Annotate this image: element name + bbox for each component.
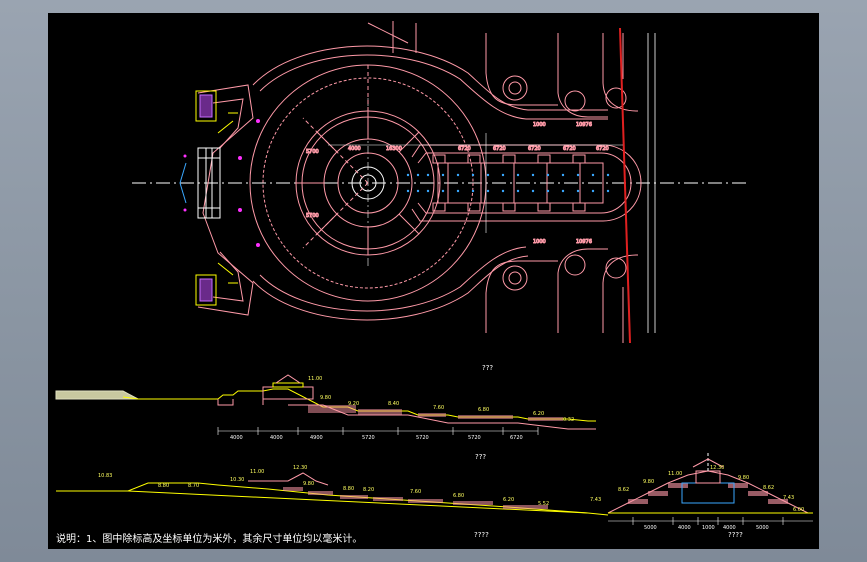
section-2-caption-left: ????: [474, 531, 489, 539]
dim-label: 4000: [723, 525, 736, 531]
dim-label: 1000: [702, 525, 715, 531]
dim-label: 10976: [576, 122, 592, 128]
drawing-sheet[interactable]: 4000 16300 6720 6720 6720 6720 6720 1000…: [48, 13, 819, 549]
dim-label: 6720: [458, 146, 471, 152]
plan-view: 4000 16300 6720 6720 6720 6720 6720 1000…: [132, 21, 748, 344]
ground-hatch: [55, 390, 139, 400]
section-1-ground-line: [122, 388, 596, 422]
level-label: 8.20: [363, 487, 374, 493]
section-1-caption: ???: [475, 453, 486, 461]
level-label: 7.43: [783, 495, 794, 501]
dim-label: 5720: [468, 435, 481, 441]
level-label: 12.30: [293, 465, 307, 471]
dim-label: 4000: [270, 435, 283, 441]
level-label: 11.00: [250, 469, 264, 475]
lamp-posts: [183, 119, 260, 247]
radial-spokes: [296, 65, 420, 255]
entrance-pavilion: [179, 84, 254, 316]
level-label: 8.40: [388, 401, 399, 407]
section-1: [55, 374, 596, 435]
dim-label: 5700: [306, 149, 319, 155]
level-label: 9.80: [320, 395, 331, 401]
section-2-labels: 10.83 8.80 8.70 10.30 11.00 12.30 9.80 8…: [98, 465, 804, 531]
level-label: 6.80: [453, 493, 464, 499]
drawing-note: 说明：1、图中除标高及坐标单位为米外，其余尺寸单位均以毫米计。: [56, 532, 362, 545]
level-label: 12.30: [710, 465, 724, 471]
level-label: 0.32: [563, 417, 574, 423]
dim-label: 4000: [348, 146, 361, 152]
dim-label: 6720: [596, 146, 609, 152]
level-label: 9.20: [348, 401, 359, 407]
water-channel: [411, 144, 642, 222]
dim-label: 5000: [644, 525, 657, 531]
dim-label: 5720: [362, 435, 375, 441]
section-1-labels: 4000 4000 4900 5720 5720 5720 6720 11.00…: [230, 376, 574, 441]
section-2-caption-right: ????: [728, 531, 743, 539]
level-label: 8.70: [188, 483, 199, 489]
water-jets: [406, 173, 610, 193]
level-label: 7.43: [590, 497, 601, 503]
dim-label: 6720: [528, 146, 541, 152]
level-label: 10.83: [98, 473, 112, 479]
level-label: 6.00: [793, 507, 804, 513]
level-label: 11.00: [308, 376, 322, 382]
dim-label: 6720: [563, 146, 576, 152]
fountain-ring: [337, 152, 399, 214]
level-label: 9.80: [643, 479, 654, 485]
level-label: 6.20: [533, 411, 544, 417]
fountain-nozzle: [359, 174, 377, 192]
dim-label: 4900: [310, 435, 323, 441]
dim-label: 6720: [510, 435, 523, 441]
level-label: 6.20: [503, 497, 514, 503]
level-label: 8.62: [618, 487, 629, 493]
plan-caption: ???: [482, 364, 493, 372]
level-label: 8.80: [343, 486, 354, 492]
cad-drawing: 4000 16300 6720 6720 6720 6720 6720 1000…: [55, 21, 813, 545]
level-label: 5.52: [538, 501, 549, 507]
outer-ring-dashed: [262, 77, 474, 289]
dim-label: 16300: [386, 146, 402, 152]
parking-and-road: [367, 21, 656, 344]
property-line: [619, 27, 631, 344]
level-label: 6.80: [478, 407, 489, 413]
section-2: [56, 453, 813, 525]
plaza-inner-outline: [259, 54, 608, 312]
level-label: 7.60: [433, 405, 444, 411]
dim-label: 5000: [756, 525, 769, 531]
dim-label: 1000: [533, 122, 546, 128]
level-label: 9.80: [303, 481, 314, 487]
dim-label: 4000: [230, 435, 243, 441]
level-label: 7.60: [410, 489, 421, 495]
dim-label: 5720: [416, 435, 429, 441]
level-label: 8.80: [158, 483, 169, 489]
level-label: 11.00: [668, 471, 682, 477]
plan-dimensions: 4000 16300 6720 6720 6720 6720 6720 1000…: [306, 122, 610, 246]
dim-label: 6720: [493, 146, 506, 152]
dim-label: 5700: [306, 213, 319, 219]
level-label: 8.62: [763, 485, 774, 491]
level-label: 9.80: [738, 475, 749, 481]
fountain-pool-section: [681, 482, 735, 504]
dim-label: 1000: [533, 239, 546, 245]
fountain-core: [351, 166, 385, 200]
level-label: 10.30: [230, 477, 244, 483]
dim-label: 10976: [576, 239, 592, 245]
dim-label: 4000: [678, 525, 691, 531]
